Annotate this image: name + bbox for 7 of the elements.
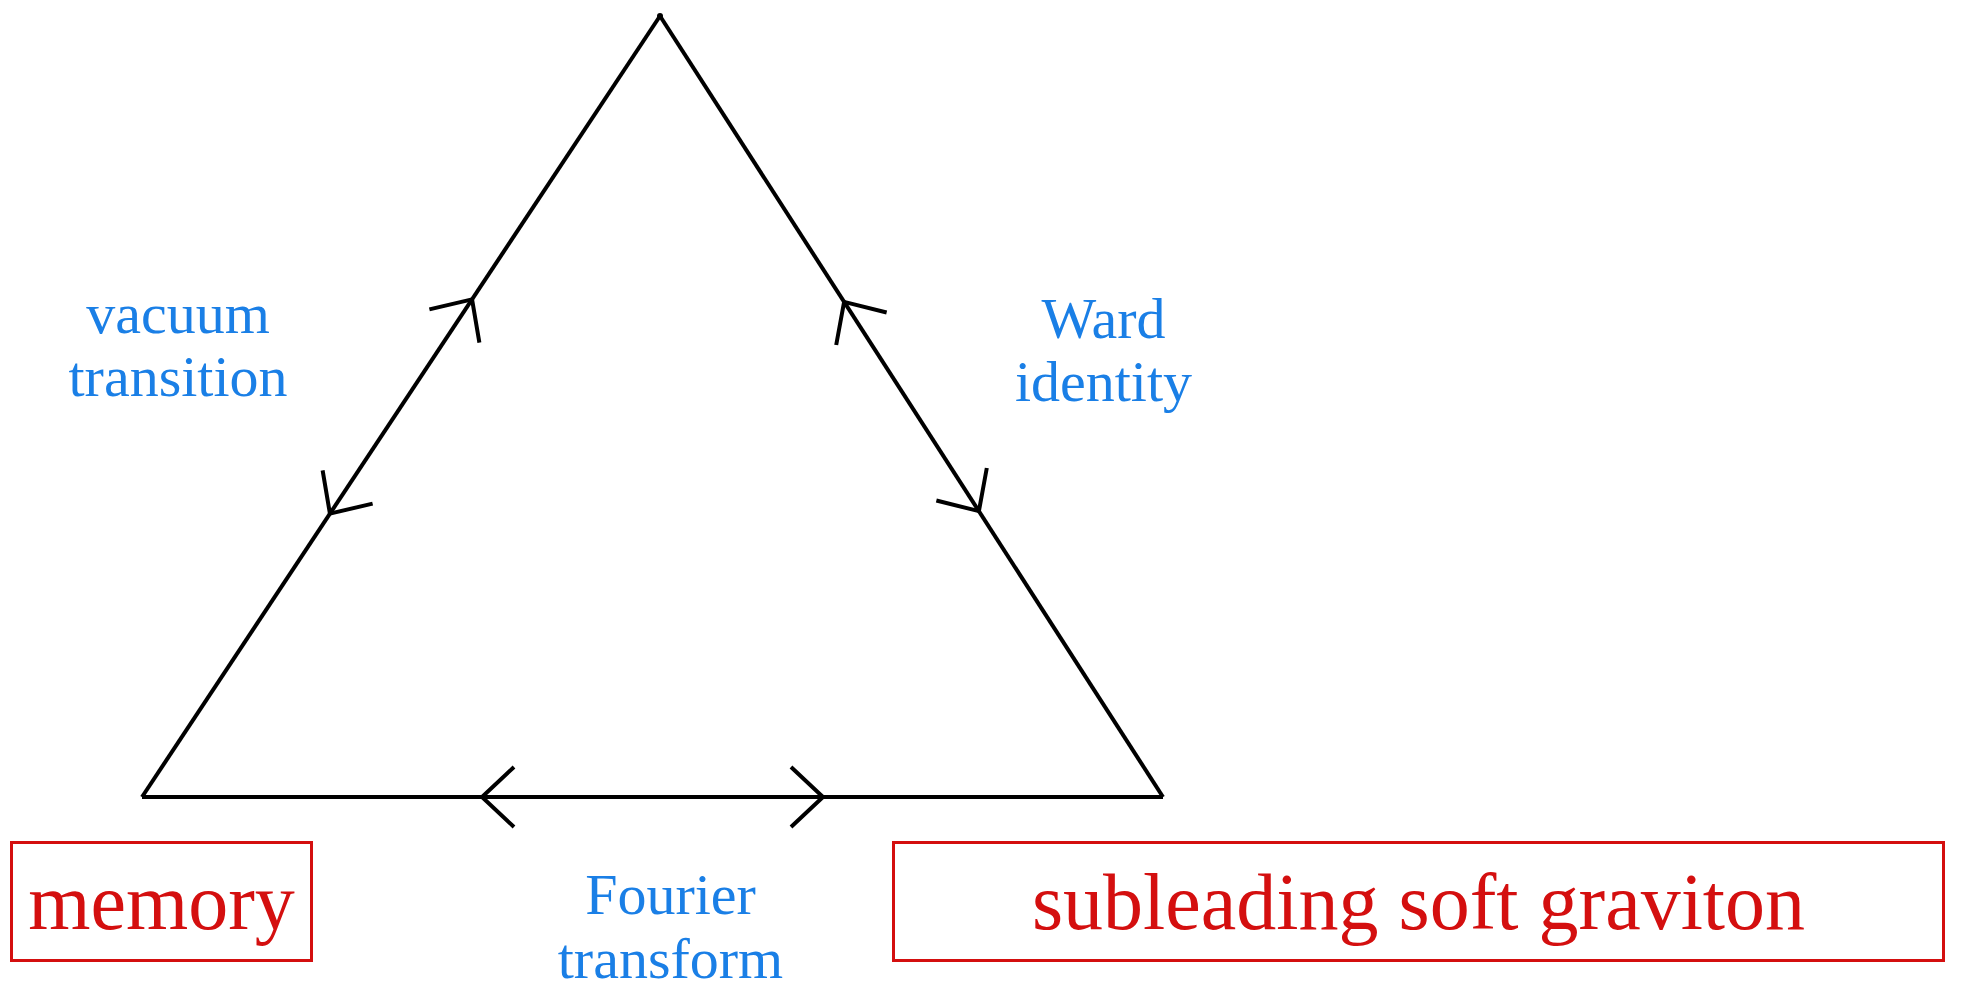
- double-arrow: [142, 765, 1163, 829]
- term-box: subleading soft graviton: [892, 841, 1945, 962]
- edge-label: Fourier transform: [556, 863, 785, 991]
- edge-label: Ward identity: [1013, 286, 1194, 415]
- vertex-point: [657, 13, 663, 19]
- term-box: memory: [10, 841, 313, 962]
- edge-label: vacuum transition: [67, 281, 289, 410]
